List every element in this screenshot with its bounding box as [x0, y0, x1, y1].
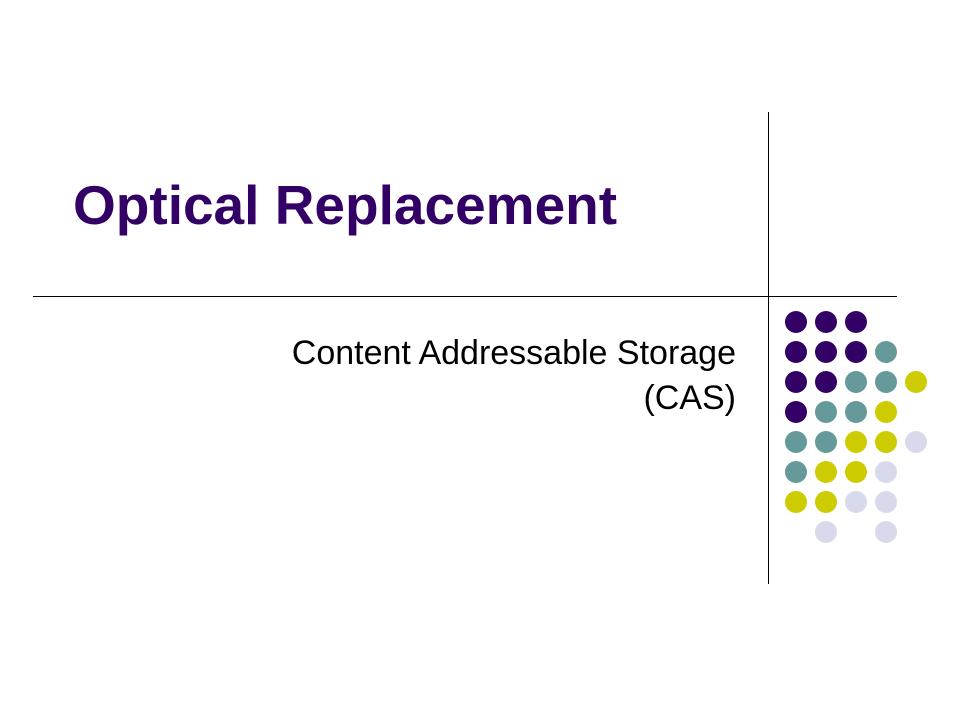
vertical-divider	[768, 112, 769, 584]
decorative-dot	[845, 401, 867, 423]
subtitle-line-2: (CAS)	[643, 379, 736, 417]
slide-title: Optical Replacement	[73, 174, 618, 236]
decorative-dot	[875, 401, 897, 423]
decorative-dot	[875, 491, 897, 513]
decorative-dot	[875, 371, 897, 393]
decorative-dot	[875, 431, 897, 453]
decorative-dot	[875, 341, 897, 363]
decorative-dot	[875, 461, 897, 483]
decorative-dot	[845, 431, 867, 453]
decorative-dot	[785, 371, 807, 393]
decorative-dot	[815, 341, 837, 363]
subtitle-line-1: Content Addressable Storage	[291, 334, 736, 372]
decorative-dot	[905, 431, 927, 453]
decorative-dot	[785, 461, 807, 483]
decorative-dot	[845, 491, 867, 513]
decorative-dot	[815, 311, 837, 333]
horizontal-divider	[33, 296, 897, 297]
decorative-dot	[785, 401, 807, 423]
decorative-dot	[815, 401, 837, 423]
decorative-dot	[845, 311, 867, 333]
decorative-dot	[905, 371, 927, 393]
decorative-dot	[785, 431, 807, 453]
decorative-dot	[845, 371, 867, 393]
decorative-dot	[845, 461, 867, 483]
decorative-dot	[785, 341, 807, 363]
decorative-dot-grid	[785, 311, 935, 551]
decorative-dot	[845, 341, 867, 363]
decorative-dot	[815, 371, 837, 393]
decorative-dot	[815, 491, 837, 513]
decorative-dot	[815, 521, 837, 543]
decorative-dot	[785, 491, 807, 513]
decorative-dot	[815, 461, 837, 483]
decorative-dot	[785, 311, 807, 333]
decorative-dot	[815, 431, 837, 453]
decorative-dot	[875, 521, 897, 543]
slide-subtitle: Content Addressable Storage (CAS)	[150, 331, 736, 421]
